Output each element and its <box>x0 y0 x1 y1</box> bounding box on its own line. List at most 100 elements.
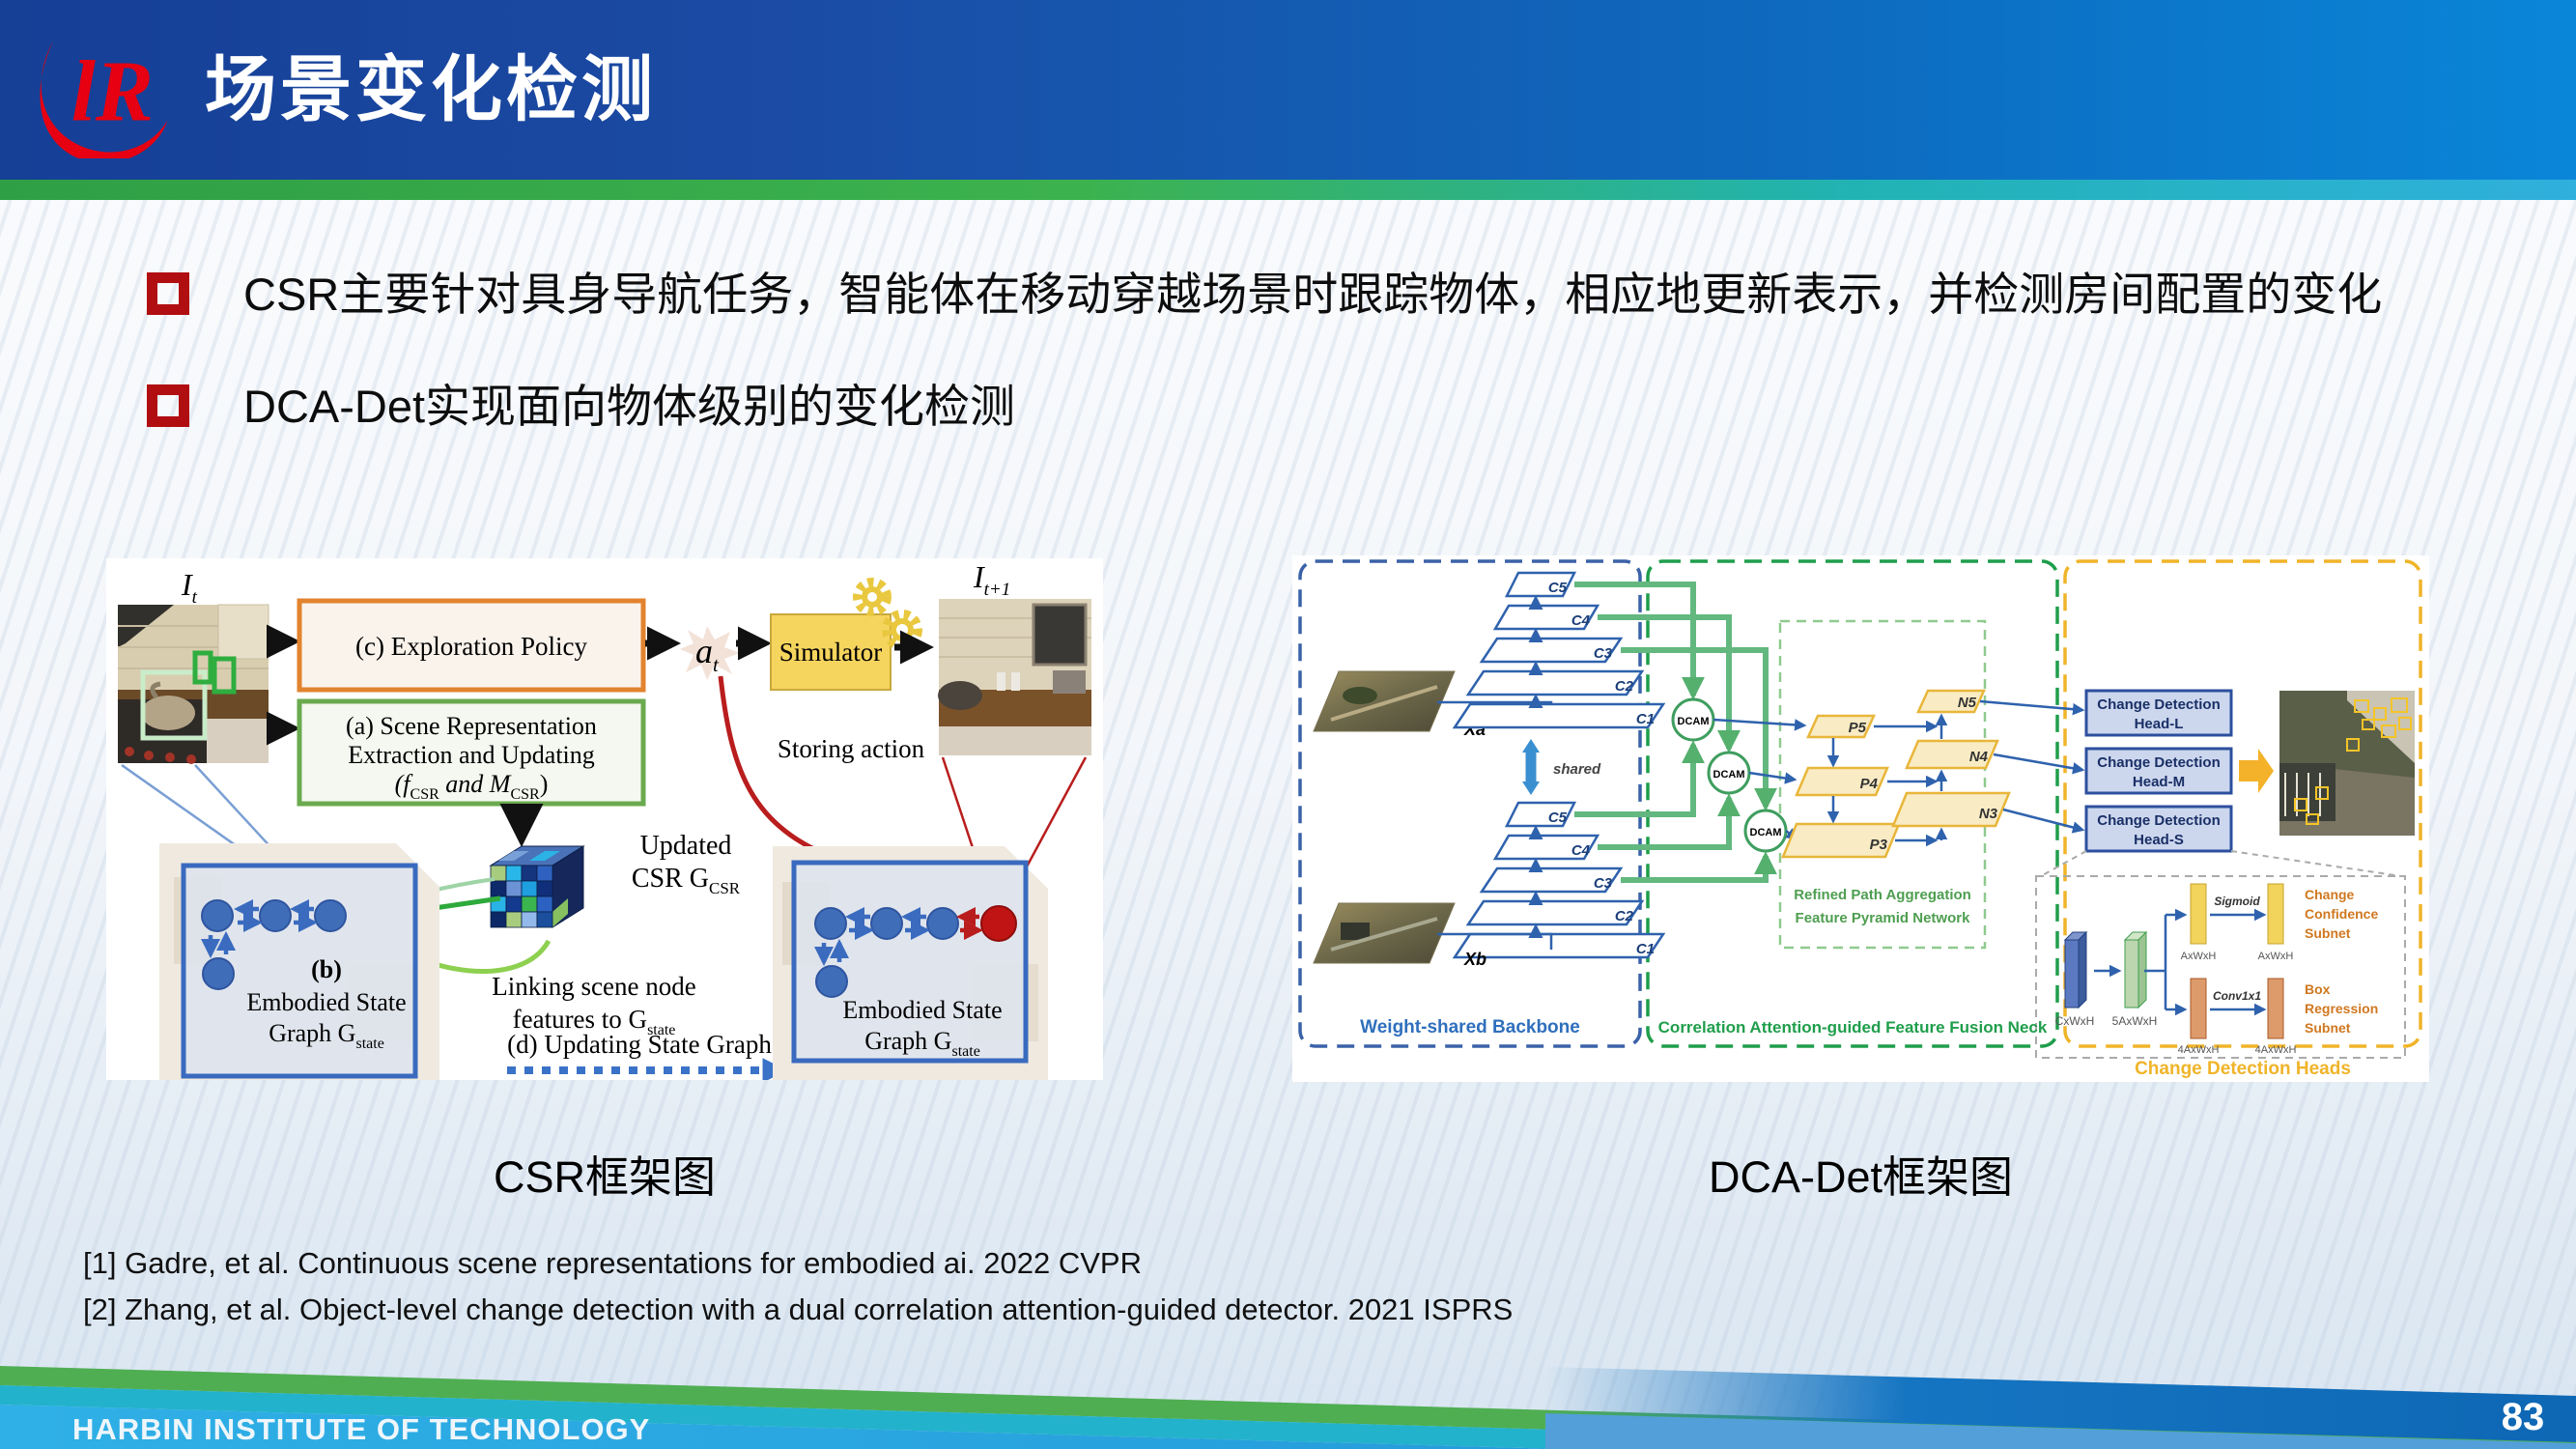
updated-csr-label2: CSR GCSR <box>632 864 741 897</box>
box-slab <box>2267 978 2284 1039</box>
n-levels: N5 N4 N3 <box>1874 689 2011 847</box>
svg-text:Change Detection: Change Detection <box>2097 696 2221 713</box>
svg-text:DCAM: DCAM <box>1678 716 1710 727</box>
svg-text:C3: C3 <box>1594 645 1613 662</box>
svg-text:Embodied State: Embodied State <box>246 988 406 1016</box>
n-to-head-arrows <box>1979 699 2085 834</box>
svg-text:Change Detection: Change Detection <box>2097 754 2221 771</box>
detection-result-image <box>2279 691 2415 836</box>
svg-text:C4: C4 <box>1571 612 1591 629</box>
kitchen-image-t1 <box>938 599 1091 755</box>
footer-dark-band <box>1545 1367 2576 1442</box>
neck-section-box <box>1646 559 2059 1048</box>
svg-text:DCAM: DCAM <box>1750 827 1782 838</box>
references: [1] Gadre, et al. Continuous scene repre… <box>83 1240 1513 1333</box>
header-bar: lR 场景变化检测 <box>0 0 2576 180</box>
page-title: 场景变化检测 <box>205 49 657 129</box>
svg-text:(a) Scene Representation: (a) Scene Representation <box>346 712 597 740</box>
accent-stripe <box>0 180 2576 200</box>
svg-text:Head-L: Head-L <box>2135 716 2184 732</box>
svg-text:Simulator: Simulator <box>779 638 883 667</box>
page-number: 83 <box>2502 1396 2545 1438</box>
svg-text:Embodied State: Embodied State <box>842 996 1002 1024</box>
label-i-t1: It+1 <box>973 559 1010 600</box>
svg-text:C1: C1 <box>1636 711 1655 727</box>
svg-text:shared: shared <box>1553 761 1601 778</box>
gear-icon <box>853 578 922 650</box>
branch-lines <box>2144 908 2188 1016</box>
svg-text:Graph Gstate: Graph Gstate <box>864 1027 980 1060</box>
backbone-pyramid-top: C5 C4 C3 C2 C1 <box>1452 571 1666 729</box>
bounding-box-small <box>192 650 213 685</box>
backbone-section-box <box>1298 559 1642 1048</box>
bullet-text: DCA-Det实现面向物体级别的变化检测 <box>243 381 1016 433</box>
fpn-box <box>1778 619 1987 950</box>
svg-text:C4: C4 <box>1571 842 1591 859</box>
svg-text:Sigmoid: Sigmoid <box>2214 895 2260 908</box>
connector <box>1437 932 1553 950</box>
svg-text:Box: Box <box>2305 981 2331 997</box>
storing-action-label: Storing action <box>778 734 925 763</box>
box-regression-subnet-label: Box Regression Subnet <box>2305 981 2378 1036</box>
svg-text:C1: C1 <box>1636 941 1655 957</box>
svg-text:Conv1x1: Conv1x1 <box>2213 989 2261 1003</box>
svg-text:AxWxH: AxWxH <box>2258 951 2294 962</box>
state-graph-right: Embodied State Graph Gstate <box>773 846 1048 1080</box>
confidence-subnet-label: Change Confidence Subnet <box>2305 887 2378 941</box>
institution-label: HARBIN INSTITUTE OF TECHNOLOGY <box>72 1412 650 1446</box>
svg-text:DCAM: DCAM <box>1713 769 1745 781</box>
detail-callout-line <box>2040 850 2087 877</box>
heads-section-box <box>2063 559 2422 1048</box>
backbone-label: Weight-shared Backbone <box>1360 1017 1580 1037</box>
scene-representation-box: (a) Scene Representation Extraction and … <box>297 698 646 807</box>
bullet-square-icon <box>147 272 189 315</box>
svg-text:C2: C2 <box>1615 678 1634 695</box>
csr-caption: CSR框架图 <box>493 1152 716 1202</box>
svg-text:Head-M: Head-M <box>2133 774 2185 790</box>
svg-text:N4: N4 <box>1969 749 1989 765</box>
csr-framework-figure: It (c) Exploration Policy (a) Scene Repr… <box>106 558 1103 1083</box>
label-i-t: It <box>181 567 198 608</box>
bounding-box-large <box>140 669 208 741</box>
head-detail-box: CxWxH 5AxWxH Sigmoid AxWxH AxWxH Change … <box>2035 875 2406 1059</box>
satellite-image-xb <box>1313 902 1456 964</box>
footer-blue-band <box>0 1405 1560 1449</box>
svg-text:(b): (b) <box>311 955 342 983</box>
svg-text:P5: P5 <box>1849 720 1867 736</box>
linking-label2: features to Gstate <box>513 1005 676 1038</box>
svg-text:(c) Exploration Policy: (c) Exploration Policy <box>355 632 587 661</box>
svg-text:lR: lR <box>71 44 154 140</box>
svg-text:Head-S: Head-S <box>2134 832 2184 848</box>
svg-text:Regression: Regression <box>2305 1001 2378 1016</box>
svg-text:Change: Change <box>2305 887 2355 902</box>
list-item: CSR主要针对具身导航任务，智能体在移动穿越场景时跟踪物体，相应地更新表示，并检… <box>147 257 2465 332</box>
updated-csr-cube <box>489 845 585 928</box>
bullet-text: CSR主要针对具身导航任务，智能体在移动穿越场景时跟踪物体，相应地更新表示，并检… <box>243 269 2383 320</box>
neck-label: Correlation Attention-guided Feature Fus… <box>1658 1018 2048 1037</box>
svg-text:CxWxH: CxWxH <box>2055 1014 2095 1028</box>
svg-text:N5: N5 <box>1958 695 1977 711</box>
svg-text:4AxWxH: 4AxWxH <box>2178 1044 2220 1056</box>
bullet-list: CSR主要针对具身导航任务，智能体在移动穿越场景时跟踪物体，相应地更新表示，并检… <box>147 257 2465 481</box>
reference-2: [2] Zhang, et al. Object-level change de… <box>83 1293 1514 1327</box>
shared-weights-arrow: shared <box>1522 739 1601 795</box>
dca-det-framework-figure: Xa C5 C4 C3 C2 C1 <box>1292 555 2429 1082</box>
bullet-square-icon <box>147 384 189 428</box>
svg-text:Subnet: Subnet <box>2305 925 2351 941</box>
updating-label: (d) Updating State Graph <box>507 1030 772 1059</box>
backbone-pyramid-bottom: C5 C4 C3 C2 C1 <box>1452 801 1666 959</box>
conf-slab <box>2190 883 2207 945</box>
box-slab <box>2190 978 2207 1039</box>
svg-text:C3: C3 <box>1594 875 1613 892</box>
reference-1: [1] Gadre, et al. Continuous scene repre… <box>83 1246 1142 1280</box>
footer-light-strip <box>1545 1413 2576 1449</box>
kitchen-image-t <box>118 604 269 764</box>
simulator-box: Simulator <box>770 613 892 691</box>
linking-label: Linking scene node <box>492 972 695 1001</box>
svg-text:5AxWxH: 5AxWxH <box>2112 1014 2158 1028</box>
list-item: DCA-Det实现面向物体级别的变化检测 <box>147 369 2465 444</box>
svg-text:N3: N3 <box>1979 806 1998 822</box>
fpn-label: Refined Path Aggregation <box>1794 887 1971 903</box>
